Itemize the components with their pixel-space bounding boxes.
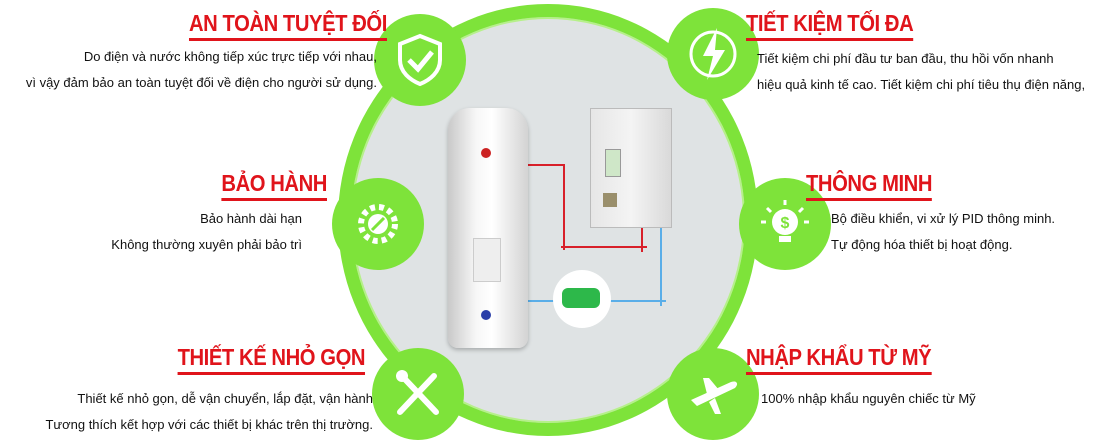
desc-line: vì vậy đảm bảo an toàn tuyệt đối về điện…	[25, 75, 377, 90]
feature-desc-smart: Bộ điều khiển, vi xử lý PID thông minh. …	[831, 206, 1055, 258]
hot-outlet	[481, 148, 491, 158]
lightning-icon	[667, 8, 759, 100]
desc-line: hiệu quả kinh tế cao. Tiết kiệm chi phí …	[757, 77, 1086, 92]
desc-line: 100% nhập khẩu nguyên chiếc từ Mỹ	[761, 391, 976, 406]
desc-line: Tiết kiệm chi phí đầu tư ban đầu, thu hồ…	[757, 51, 1054, 66]
desc-line: Tương thích kết hợp với các thiết bị khá…	[45, 417, 373, 432]
cold-inlet	[481, 310, 491, 320]
feature-desc-saving: Tiết kiệm chi phí đầu tư ban đầu, thu hồ…	[757, 46, 1085, 98]
terminal	[603, 193, 617, 207]
water-pump	[562, 288, 600, 308]
cold-pipe-up	[660, 226, 662, 306]
water-tank	[448, 108, 528, 348]
feature-title-smart: THÔNG MINH	[806, 170, 932, 201]
desc-line: Thiết kế nhỏ gọn, dễ vận chuyển, lắp đặt…	[77, 391, 373, 406]
gear-badge-icon	[332, 178, 424, 270]
desc-line: Do điện và nước không tiếp xúc trực tiếp…	[83, 49, 377, 64]
lightbulb-dollar-icon: $	[739, 178, 831, 270]
desc-line: Bộ điều khiển, vi xử lý PID thông minh.	[831, 211, 1056, 226]
desc-line: Tự động hóa thiết bị hoạt động.	[831, 237, 1013, 252]
airplane-icon	[667, 348, 759, 440]
feature-title-import: NHẬP KHẨU TỪ MỸ	[746, 344, 932, 375]
feature-desc-compact: Thiết kế nhỏ gọn, dễ vận chuyển, lắp đặt…	[45, 386, 373, 438]
feature-title-compact: THIẾT KẾ NHỎ GỌN	[177, 344, 365, 375]
feature-title-safety: AN TOÀN TUYỆT ĐỐI	[189, 10, 387, 41]
feature-desc-import: 100% nhập khẩu nguyên chiếc từ Mỹ	[761, 386, 976, 412]
control-panel	[605, 149, 621, 177]
desc-line: Không thường xuyên phải bảo trì	[111, 237, 302, 252]
hot-pipe	[527, 164, 565, 250]
wrench-screwdriver-icon	[372, 348, 464, 440]
heat-pump-unit	[590, 108, 672, 228]
hot-pipe-return	[561, 246, 647, 248]
feature-title-warranty: BẢO HÀNH	[221, 170, 327, 201]
desc-line: Bảo hành dài hạn	[200, 211, 302, 226]
feature-desc-safety: Do điện và nước không tiếp xúc trực tiếp…	[26, 44, 377, 96]
hot-pipe-up	[641, 226, 643, 252]
svg-text:$: $	[781, 215, 790, 232]
display-panel	[473, 238, 501, 282]
feature-desc-warranty: Bảo hành dài hạn Không thường xuyên phải…	[111, 206, 302, 258]
shield-check-icon	[374, 14, 466, 106]
feature-title-saving: TIẾT KIỆM TỐI ĐA	[746, 10, 914, 41]
